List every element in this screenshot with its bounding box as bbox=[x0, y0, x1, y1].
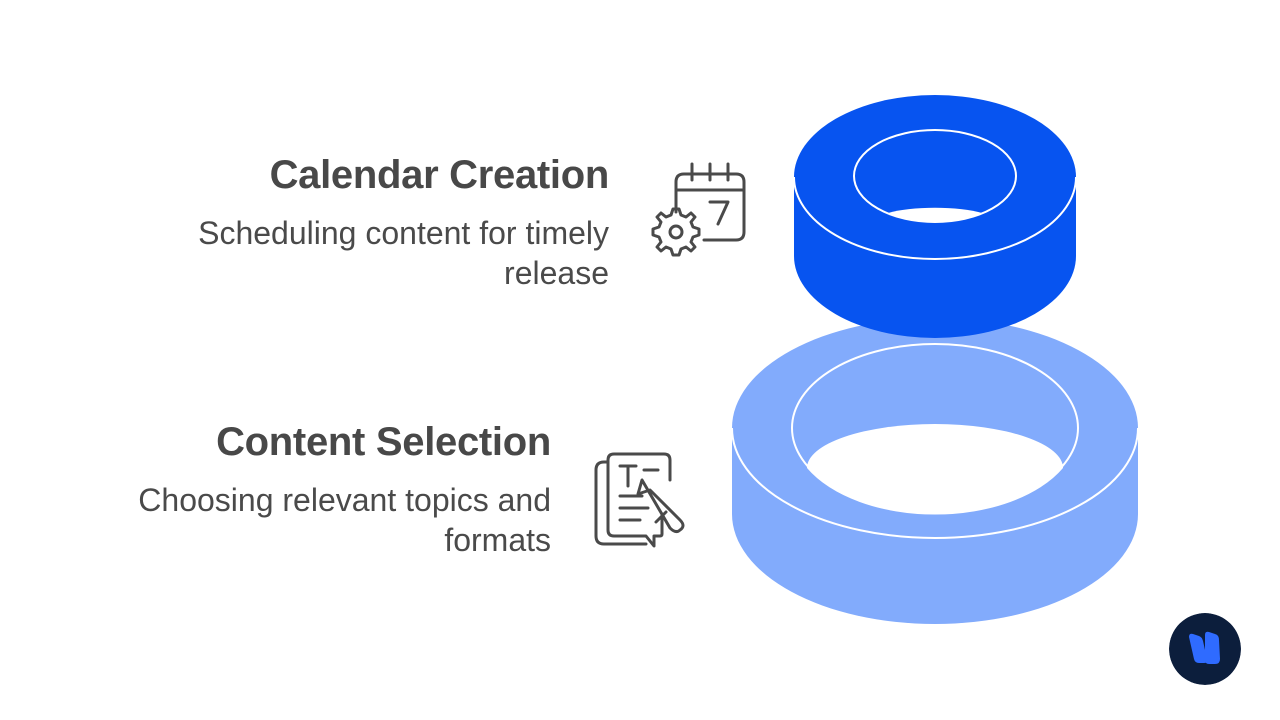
item-title: Calendar Creation bbox=[269, 153, 610, 197]
calendar-gear-icon bbox=[651, 162, 746, 257]
item-content-selection: Content Selection Choosing relevant topi… bbox=[31, 418, 551, 560]
item-title: Content Selection bbox=[216, 420, 551, 464]
item-description: Scheduling content for timely release bbox=[198, 215, 609, 291]
ring-content-selection bbox=[731, 318, 1139, 624]
brand-logo-icon[interactable] bbox=[1169, 613, 1241, 685]
item-calendar-creation: Calendar Creation Scheduling content for… bbox=[89, 151, 609, 293]
item-description: Choosing relevant topics and formats bbox=[138, 482, 551, 558]
ring-calendar-creation bbox=[793, 95, 1077, 338]
document-pencil-icon bbox=[594, 452, 685, 548]
